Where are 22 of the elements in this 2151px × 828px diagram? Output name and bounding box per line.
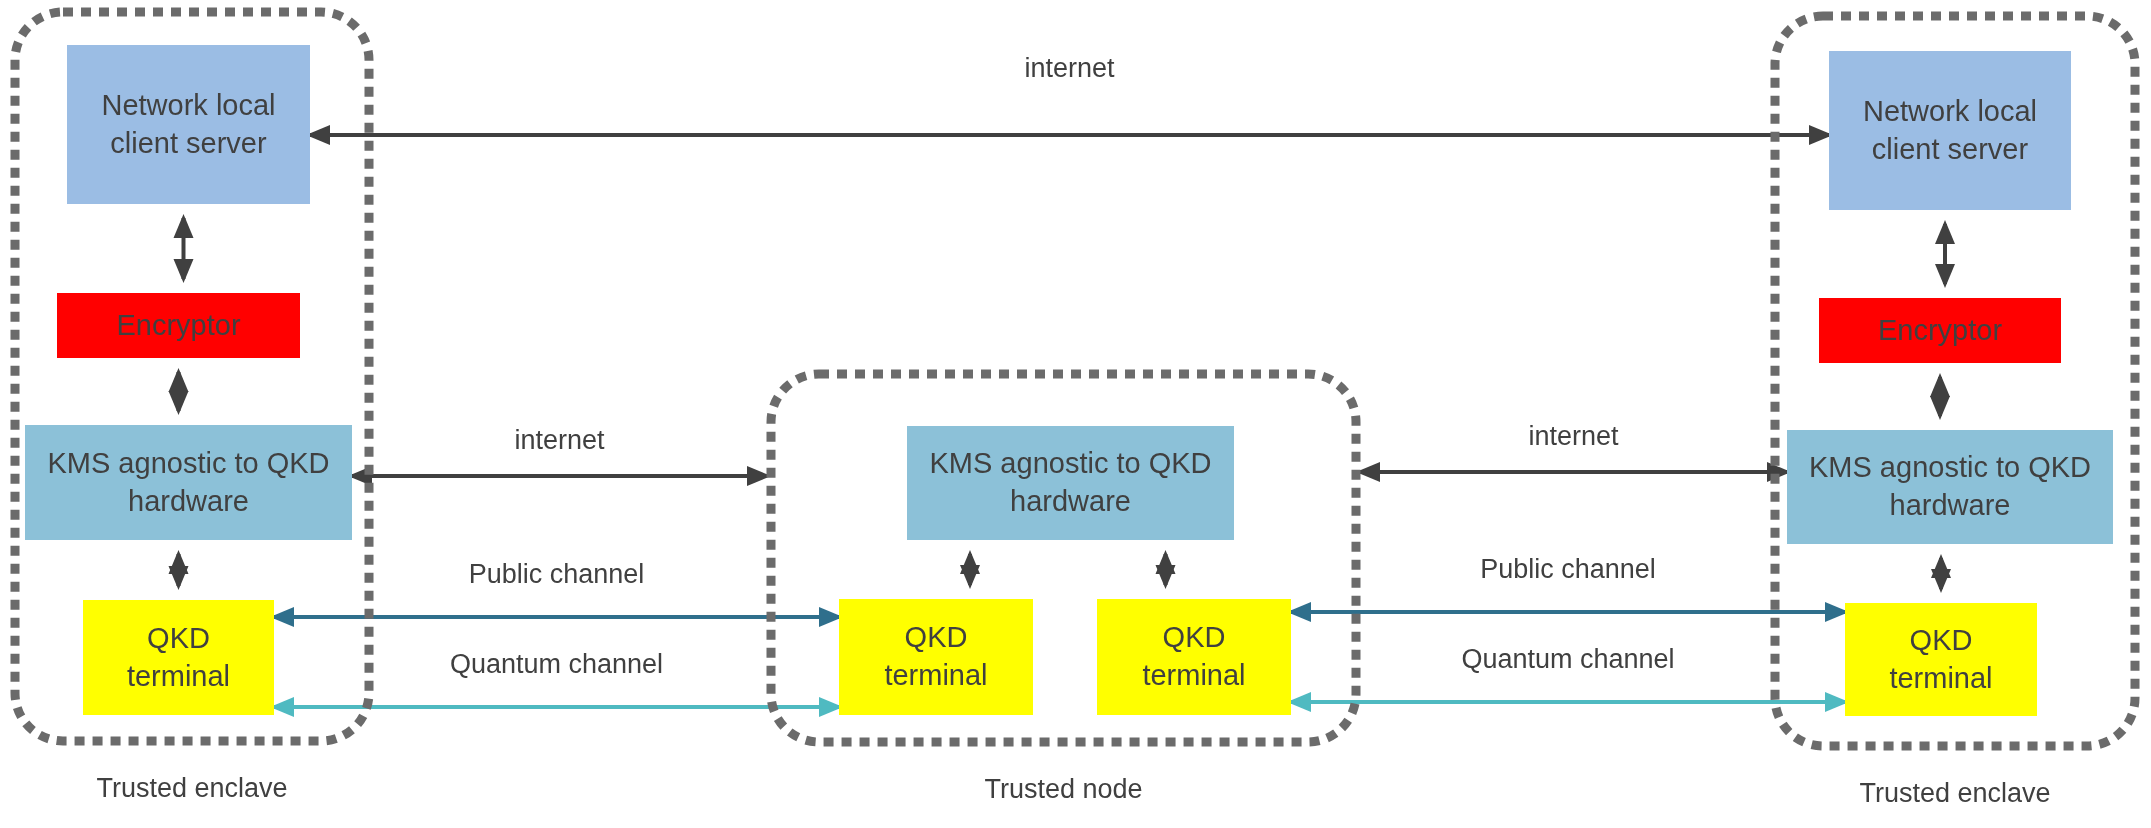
double-arrow <box>1931 554 1951 593</box>
server-box: Network local client server <box>1829 51 2071 210</box>
double-arrow <box>168 550 189 590</box>
encryptor-box: Encryptor <box>1819 298 2061 363</box>
double-arrow <box>1930 373 1950 420</box>
encryptor-box: Encryptor <box>57 293 300 358</box>
group-label: Trusted enclave <box>95 773 289 804</box>
kms-box: KMS agnostic to QKD hardware <box>25 425 352 540</box>
terminal-box: QKD terminal <box>1097 599 1291 715</box>
double-arrow <box>1935 220 1955 288</box>
kms-box: KMS agnostic to QKD hardware <box>1787 430 2113 544</box>
terminal-box: QKD terminal <box>1845 603 2037 716</box>
double-arrow <box>1155 550 1176 589</box>
kms-box: KMS agnostic to QKD hardware <box>907 426 1234 540</box>
double-arrow <box>960 550 980 589</box>
double-arrow <box>168 368 189 415</box>
terminal-box: QKD terminal <box>839 599 1033 715</box>
double-arrow <box>173 214 194 283</box>
server-box: Network local client server <box>67 45 310 204</box>
terminal-box: QKD terminal <box>83 600 274 715</box>
group-label: Trusted enclave <box>1858 778 2052 809</box>
group-label: Trusted node <box>983 774 1144 805</box>
